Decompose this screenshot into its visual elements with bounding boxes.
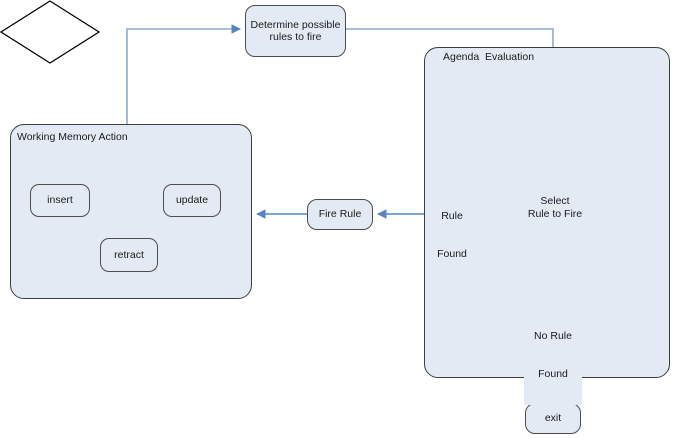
node-update[interactable]: update [163,184,221,217]
container-agenda-evaluation-label: Agenda Evaluation [443,51,535,63]
node-determine-possible-rules-to-fire[interactable]: Determine possible rules to fire [245,5,346,57]
node-insert[interactable]: insert [30,184,90,217]
node-select-line1: Select [540,195,570,207]
node-select-rule-to-fire-label: Select Rule to Fire [505,195,605,220]
node-select-rule-to-fire[interactable] [0,0,101,64]
edge-label-no-rule-found: No Rule Found [524,305,582,405]
edge-label-no-rule-found-line2: Found [538,367,568,380]
node-fire-rule[interactable]: Fire Rule [307,199,373,230]
node-select-line2: Rule to Fire [527,207,583,220]
node-exit[interactable]: exit [525,403,581,434]
edge-label-rule-found-line2: Found [437,247,467,260]
edge-label-rule-found: Rule Found [430,185,474,285]
node-retract[interactable]: retract [100,238,158,272]
edge-label-rule-found-line1: Rule [441,210,463,222]
edge-label-no-rule-found-line1: No Rule [534,330,572,342]
edge-wma-to-determine [126,24,241,124]
container-working-memory-action-label: Working Memory Action [17,131,128,143]
